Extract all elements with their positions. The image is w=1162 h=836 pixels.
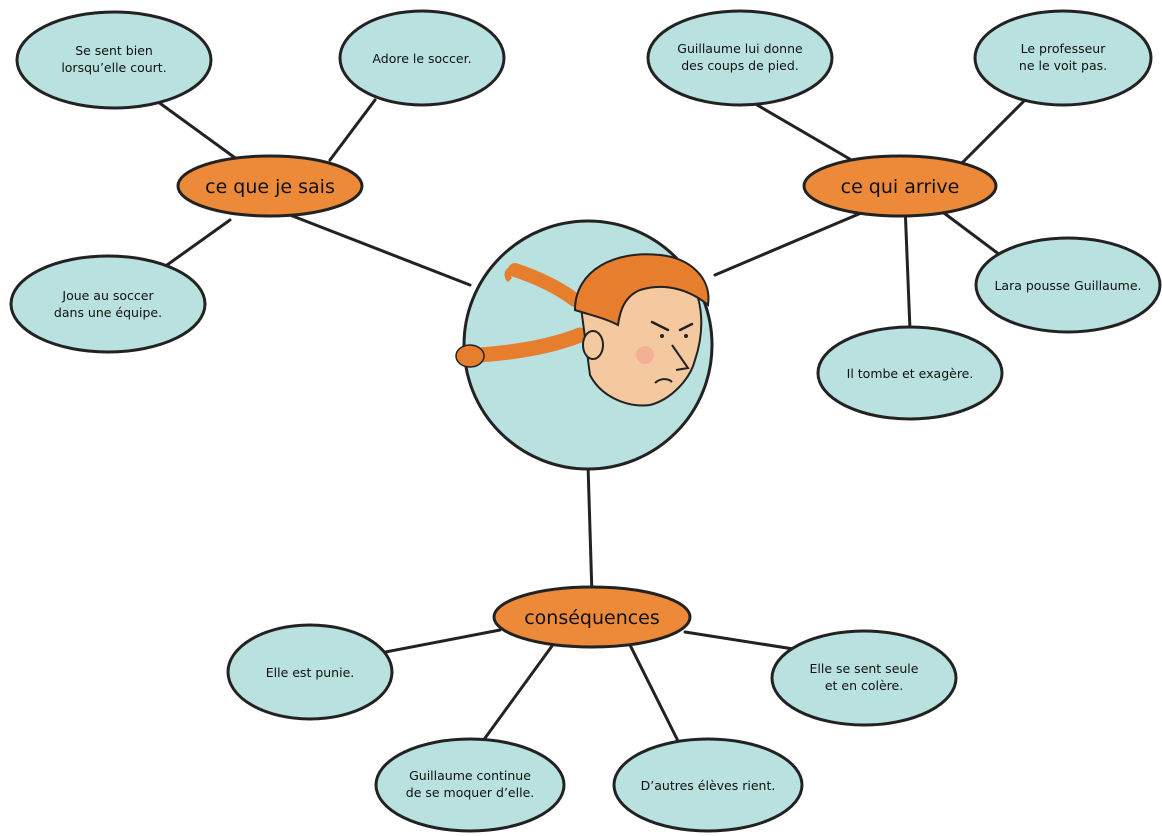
hub-know: ce que je sais [176,154,364,218]
bubble-alone-line2: et en colère. [825,678,903,693]
bubble-punished-text: Elle est punie. [266,665,355,680]
bubble-plays-team: Joue au soccer dans une équipe. [9,254,207,354]
connector [683,630,802,652]
hub-happens-ellipse [802,154,998,218]
bubble-pushes: Lara pousse Guillaume. [974,236,1162,334]
bubble-kicks-line1: Guillaume lui donne [677,41,803,56]
bubble-kicks: Guillaume lui donne des coups de pied. [646,9,834,107]
bubble-feels-good-line1: Se sent bien [75,43,153,58]
bubble-plays-team-line2: dans une équipe. [54,305,162,320]
bubble-mocks-line1: Guillaume continue [409,768,531,783]
connector [478,633,562,747]
bubble-loves-soccer: Adore le soccer. [338,9,506,107]
bubble-pushes-text: Lara pousse Guillaume. [994,278,1141,293]
hub-know-label: ce que je sais [205,176,335,198]
connector [713,203,882,277]
connector [903,203,912,332]
connector [738,93,862,167]
connector [288,213,472,287]
connector [158,218,232,272]
bubble-mocks: Guillaume continue de se moquer d’elle. [374,737,566,833]
connector [328,98,377,162]
connector [586,463,594,597]
bubble-alone: Elle se sent seule et en colère. [770,629,958,727]
bubble-falls: Il tombe et exagère. [816,325,1004,421]
bubble-teacher-line1: Le professeur [1021,41,1107,56]
bubble-punished: Elle est punie. [226,623,394,721]
hub-consequences-ellipse [492,585,692,649]
connectors [148,93,1032,747]
bubble-alone-line1: Elle se sent seule [810,661,919,676]
bubble-mocks-line2: de se moquer d’elle. [406,785,534,800]
connector [623,633,682,747]
hub-know-ellipse [176,154,364,218]
connector [958,93,1032,167]
connector [148,94,240,162]
center-character [455,219,714,471]
bubble-teacher-line2: ne le voit pas. [1019,58,1107,73]
hub-happens-label: ce qui arrive [841,176,960,198]
bubble-falls-text: Il tombe et exagère. [847,366,974,381]
hub-consequences-label: conséquences [524,607,660,629]
angry-girl-icon [455,253,710,407]
bubble-feels-good-line2: lorsqu’elle court. [61,60,166,75]
hub-consequences: conséquences [492,585,692,649]
connector [938,208,1002,257]
bubble-plays-team-line1: Joue au soccer [61,288,154,303]
bubble-loves-soccer-text: Adore le soccer. [372,51,471,66]
bubble-laugh-text: D’autres élèves rient. [641,778,776,793]
bubble-laugh: D’autres élèves rient. [612,737,804,833]
bubble-feels-good: Se sent bien lorsqu’elle court. [15,10,213,110]
bubble-kicks-line2: des coups de pied. [681,58,799,73]
connector [368,628,502,657]
bubble-teacher: Le professeur ne le voit pas. [973,9,1153,107]
hub-happens: ce qui arrive [802,154,998,218]
